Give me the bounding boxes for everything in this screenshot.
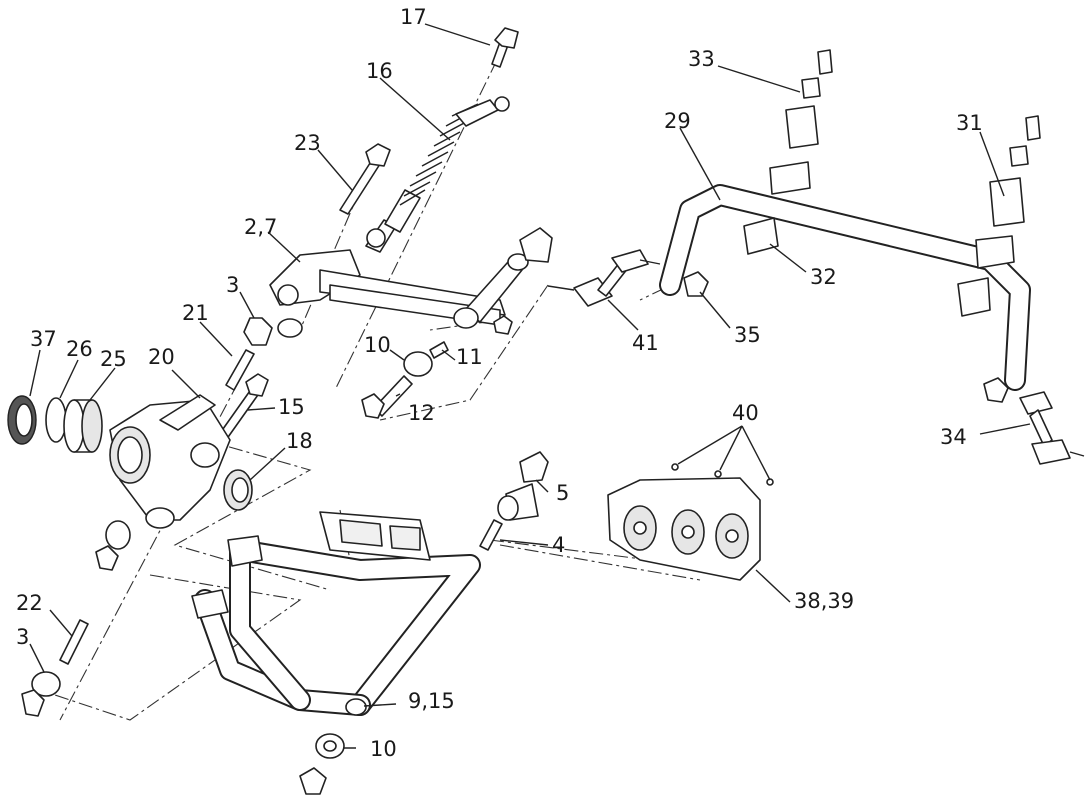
- callout-33: 33: [688, 47, 715, 71]
- callout-10-upper: 10: [364, 333, 391, 357]
- pin-4: [479, 519, 503, 551]
- callout-2-7: 2,7: [244, 215, 277, 239]
- knuckle-20: [109, 394, 231, 529]
- sway-bar-29: [659, 184, 1031, 391]
- callout-35: 35: [734, 323, 761, 347]
- callout-21: 21: [182, 301, 209, 325]
- pin-22: [59, 619, 89, 665]
- shock-absorber-16: [365, 96, 510, 253]
- callout-16: 16: [366, 59, 393, 83]
- callout-41: 41: [632, 331, 659, 355]
- callout-12: 12: [408, 401, 435, 425]
- sway-link-41: [547, 249, 661, 307]
- callout-18: 18: [286, 429, 313, 453]
- callout-3-upper: 3: [226, 273, 239, 297]
- upper-a-arm-2-7: [269, 249, 529, 329]
- lower-bushing-3: [21, 671, 61, 717]
- callout-3-lower: 3: [16, 625, 29, 649]
- circlip-26: [45, 397, 67, 443]
- sway-link-34: [983, 377, 1085, 465]
- callout-38-39: 38,39: [794, 589, 854, 613]
- callout-20: 20: [148, 345, 175, 369]
- callout-23: 23: [294, 131, 321, 155]
- callout-11: 11: [456, 345, 483, 369]
- callout-40: 40: [732, 401, 759, 425]
- callout-5: 5: [556, 481, 569, 505]
- seal-18: [223, 469, 253, 511]
- callout-10-lower: 10: [370, 737, 397, 761]
- clamp-31: [975, 115, 1041, 269]
- callout-9-15: 9,15: [408, 689, 455, 713]
- callout-29: 29: [664, 109, 691, 133]
- callout-15-upper: 15: [278, 395, 305, 419]
- callout-32: 32: [810, 265, 837, 289]
- callout-31: 31: [956, 111, 983, 135]
- clamp-33: [769, 49, 833, 195]
- pin-21: [225, 349, 255, 391]
- lower-a-arm-9-15: [191, 511, 481, 716]
- bolt-17: [491, 27, 519, 68]
- bushing-parts-upper: [243, 227, 553, 346]
- callout-17: 17: [400, 5, 427, 29]
- seal-37: [7, 395, 37, 445]
- bolt-5: [497, 451, 549, 521]
- lower-left-hardware: [95, 520, 131, 571]
- hardware-10-11-12: [361, 341, 449, 419]
- callout-22: 22: [16, 591, 43, 615]
- lower-washer-10: [315, 733, 345, 759]
- nut-35: [683, 271, 709, 297]
- callout-leaders: [29, 23, 1031, 749]
- skid-plate-38-39: [607, 477, 761, 581]
- callout-4: 4: [552, 533, 565, 557]
- lower-nut: [299, 767, 327, 795]
- callout-37: 37: [30, 327, 57, 351]
- callout-34: 34: [940, 425, 967, 449]
- bolt-23: [339, 143, 391, 215]
- screws-40: [671, 463, 774, 486]
- callout-labels: 17 16 23 2,7 3 21 37 26 25 20 15 18 10 1…: [16, 5, 983, 761]
- callout-25: 25: [100, 347, 127, 371]
- callout-26: 26: [66, 337, 93, 361]
- bearing-25: [63, 399, 103, 453]
